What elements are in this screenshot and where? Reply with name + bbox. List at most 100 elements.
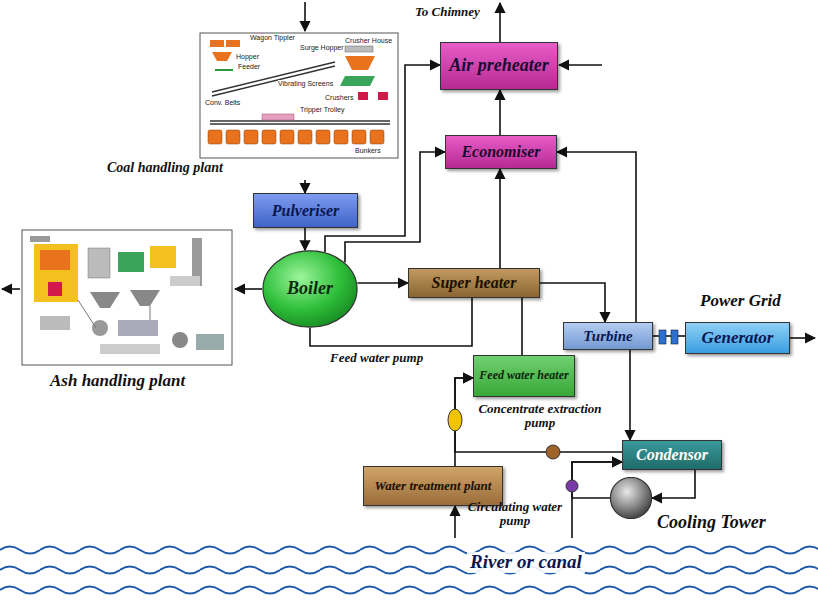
node-label: Coal handling plant bbox=[105, 160, 225, 175]
process-box: Air preheater bbox=[440, 42, 558, 90]
illustration-part bbox=[100, 344, 160, 354]
process-box: Pulveriser bbox=[253, 193, 358, 228]
illustration-part bbox=[130, 290, 160, 306]
illustration-part bbox=[90, 292, 120, 308]
illustration-part bbox=[215, 69, 233, 71]
illustration-part bbox=[378, 92, 388, 100]
part-name: Surge Hopper bbox=[300, 44, 344, 51]
illustration-part bbox=[262, 114, 294, 120]
coupling bbox=[659, 330, 666, 344]
coupling bbox=[671, 330, 678, 344]
flow-connector bbox=[499, 169, 501, 268]
illustration-part bbox=[212, 66, 335, 96]
coal-plant-illustration bbox=[200, 33, 398, 158]
part-name: Conv. Belts bbox=[205, 99, 240, 106]
node-label: Air preheater bbox=[447, 56, 551, 76]
illustration-part bbox=[304, 2, 306, 31]
part-name: Bunkers bbox=[355, 147, 381, 154]
illustration-part bbox=[118, 320, 158, 336]
layout-arrows bbox=[2, 2, 815, 338]
node-outline bbox=[610, 477, 651, 518]
node-label: Pulveriser bbox=[270, 202, 342, 220]
illustration-part bbox=[88, 248, 110, 278]
annotation-label: Concentrate extraction pump bbox=[470, 402, 610, 431]
flow-connector bbox=[454, 506, 456, 538]
plant-panel: Ash handling plant bbox=[20, 228, 235, 398]
node-label: Boiler bbox=[285, 279, 335, 299]
node-label: Super heater bbox=[430, 274, 519, 292]
bunker bbox=[316, 130, 330, 144]
bunker bbox=[280, 130, 294, 144]
part-name: Wagon Tippler bbox=[250, 34, 295, 41]
bunker bbox=[370, 130, 384, 144]
node-label: Economiser bbox=[459, 143, 542, 161]
illustration-part bbox=[30, 236, 50, 242]
illustration-part bbox=[48, 282, 62, 296]
node-label: River or canal bbox=[467, 552, 585, 573]
illustration-part bbox=[40, 316, 70, 330]
illustration-part bbox=[499, 3, 501, 42]
process-box: Turbine bbox=[563, 322, 653, 350]
flow-connector bbox=[557, 152, 636, 322]
cooling-tower-circle: Cooling Tower bbox=[610, 477, 652, 519]
river-band: River or canal bbox=[0, 538, 818, 603]
annotation-label: Power Grid bbox=[700, 292, 781, 311]
illustration-part bbox=[208, 130, 384, 144]
node-label: Ash handling plant bbox=[48, 372, 187, 391]
illustration-part bbox=[22, 230, 232, 365]
illustration-part bbox=[34, 244, 78, 302]
flow-connector bbox=[235, 288, 262, 290]
annotation-label: Circulating water pump bbox=[462, 500, 568, 529]
part-name: Crusher House bbox=[345, 37, 392, 44]
node-label: Condensor bbox=[634, 446, 710, 464]
bunker bbox=[352, 130, 366, 144]
illustration-part bbox=[358, 92, 368, 100]
flow-connector bbox=[629, 350, 631, 440]
illustration-part bbox=[345, 46, 373, 52]
illustration-part bbox=[172, 332, 188, 348]
node-label: Feed water heater bbox=[477, 369, 570, 382]
illustration-part bbox=[210, 123, 390, 125]
annotation-label: To Chimney bbox=[415, 5, 480, 19]
node-label: Cooling Tower bbox=[655, 513, 768, 533]
feed-pump-symbol bbox=[448, 409, 462, 431]
illustration-part bbox=[790, 337, 815, 339]
process-box: Condensor bbox=[622, 440, 722, 470]
boiler-circle: Boiler bbox=[262, 250, 358, 328]
illustration-part bbox=[345, 56, 375, 70]
bunker bbox=[262, 130, 276, 144]
illustration-part bbox=[559, 64, 602, 66]
illustration-part bbox=[118, 252, 144, 272]
illustration-part bbox=[340, 76, 375, 86]
process-box: Generator bbox=[685, 322, 790, 354]
illustration-part bbox=[150, 306, 151, 320]
bunker bbox=[334, 130, 348, 144]
illustration-part bbox=[170, 276, 200, 286]
ash-plant-illustration bbox=[22, 230, 232, 365]
flow-connector bbox=[304, 228, 306, 250]
node-label: Generator bbox=[700, 329, 776, 348]
river-waves bbox=[0, 540, 818, 603]
illustration-part bbox=[226, 40, 240, 47]
illustration-part bbox=[40, 250, 70, 270]
part-name: Feeder bbox=[238, 63, 260, 70]
node-outline bbox=[610, 477, 652, 519]
flow-connector bbox=[652, 470, 695, 498]
bunker bbox=[208, 130, 222, 144]
flow-connector bbox=[357, 282, 408, 284]
bunker bbox=[226, 130, 240, 144]
part-name: Hopper bbox=[236, 53, 259, 60]
node-label: Turbine bbox=[581, 328, 634, 345]
part-name: Crushers bbox=[325, 94, 353, 101]
illustration-part bbox=[212, 62, 335, 92]
node-outline bbox=[263, 251, 357, 327]
illustration-part bbox=[196, 334, 224, 350]
process-box: Super heater bbox=[408, 268, 540, 298]
part-name: Vibrating Screens bbox=[278, 80, 333, 87]
flow-connector bbox=[304, 180, 306, 193]
bunker bbox=[244, 130, 258, 144]
illustration-part bbox=[150, 246, 176, 268]
extraction-pump-symbol bbox=[546, 445, 560, 459]
flow-connector bbox=[345, 152, 445, 262]
